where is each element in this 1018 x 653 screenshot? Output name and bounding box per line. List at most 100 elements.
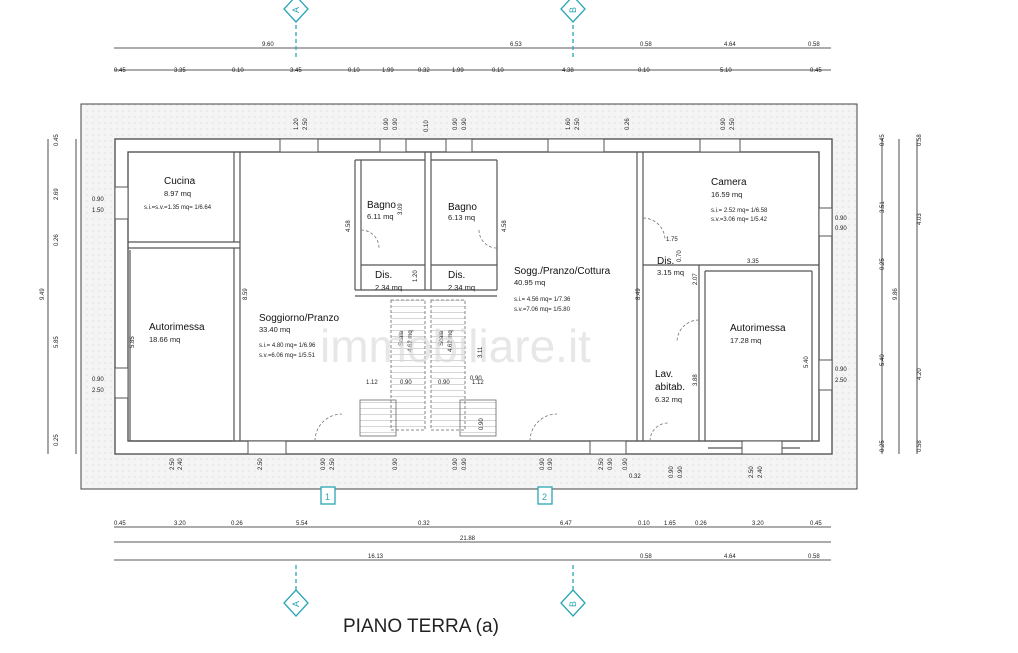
dim-bottom-openings-3: 0.90 — [321, 458, 327, 470]
stairs — [359, 299, 497, 437]
interior-walls — [128, 152, 819, 449]
dim-interior-0: 8.59 — [243, 288, 249, 300]
dim-left-overall: 9.49 — [40, 288, 46, 300]
dim-interior-12: 8.49 — [636, 288, 642, 300]
dim-right-outer-2: 4.20 — [917, 368, 923, 380]
dim-top-openings-2: 0.90 — [384, 118, 390, 130]
dim-top-openings-0: 1.20 — [294, 118, 300, 130]
dim-left-detail-4: 0.25 — [54, 434, 60, 446]
entrance-label-1: 1 — [325, 492, 330, 502]
dim-bottom-openings-12: 0.90 — [623, 458, 629, 470]
dim-bottom-openings-13: 0.32 — [629, 474, 641, 480]
dims-right-outer: 0.584.034.200.58 — [917, 134, 923, 452]
dim-interior-7: 0.90 — [400, 380, 412, 386]
dim-right-inner-4: 0.25 — [880, 440, 886, 452]
room-bagno1-name: Bagno — [367, 200, 396, 211]
dim-interior-14: 0.70 — [677, 250, 683, 262]
dim-top-openings-10: 0.90 — [721, 118, 727, 130]
room-camera-note2: s.v.=3.06 mq= 1/5.42 — [711, 217, 768, 223]
dim-top-detail-5: 1.99 — [382, 68, 394, 74]
dim-bottom-detail-2: 0.26 — [231, 521, 243, 527]
dim-top-openings-6: 0.90 — [462, 118, 468, 130]
dim-bottom-overall-3: 0.58 — [808, 554, 820, 560]
dim-bottom-overall-2: 4.64 — [724, 554, 736, 560]
dim-top-detail-7: 1.99 — [452, 68, 464, 74]
dim-right-inner-0: 0.45 — [880, 134, 886, 146]
dim-bottom-openings-14: 0.90 — [669, 466, 675, 478]
dim-right-inner-3: 5.40 — [880, 354, 886, 366]
door-swings — [314, 217, 700, 442]
room-dis2-name: Dis. — [448, 270, 465, 281]
axis-label-a-top: A — [291, 7, 301, 13]
dim-right-openings-2: 0.90 — [835, 367, 847, 373]
dim-top-openings-11: 2.50 — [730, 118, 736, 130]
stair2-dim: 4.62 mq — [448, 330, 454, 352]
room-dis3-name: Dis. — [657, 256, 674, 267]
dims-right-openings: 0.900.900.902.50 — [835, 216, 847, 384]
dimension-lines — [47, 47, 918, 561]
dim-interior-11: 0.90 — [479, 418, 485, 430]
dim-bottom-openings-8: 0.90 — [540, 458, 546, 470]
room-autorimessa-right-name: Autorimessa — [730, 323, 786, 334]
dim-interior-9: 1.12 — [472, 380, 484, 386]
dim-top-overall-1: 6.53 — [510, 42, 522, 48]
dim-top-openings-4: 0.10 — [424, 120, 430, 132]
room-autorimessa-left-name: Autorimessa — [149, 322, 205, 333]
entrance-label-2: 2 — [542, 492, 547, 502]
axis-label-b-bottom: B — [568, 601, 578, 607]
room-autorimessa-right-area: 17.28 mq — [730, 336, 761, 345]
dim-interior-8: 0.90 — [438, 380, 450, 386]
dim-interior-10: 3.11 — [478, 346, 484, 358]
room-lavanderia-name: Lav. — [655, 369, 673, 380]
dim-top-detail-10: 0.10 — [638, 68, 650, 74]
dim-bottom-openings-9: 0.90 — [548, 458, 554, 470]
room-bagno2-name: Bagno — [448, 202, 477, 213]
room-dis2-area: 2.34 mq — [448, 283, 475, 292]
room-soggiorno-area: 33.40 mq — [259, 325, 290, 334]
exterior-walls — [114, 138, 833, 455]
dim-right-outer-3: 0.58 — [917, 440, 923, 452]
room-cucina-name: Cucina — [164, 176, 196, 187]
dim-right-openings-3: 2.50 — [835, 378, 847, 384]
dim-bottom-detail-7: 1.65 — [664, 521, 676, 527]
dim-top-overall-3: 4.64 — [724, 42, 736, 48]
dim-top-overall-2: 0.58 — [640, 42, 652, 48]
page-title: PIANO TERRA (a) — [343, 616, 499, 637]
room-camera-area: 16.59 mq — [711, 190, 742, 199]
room-dis1-area: 2.34 mq — [375, 283, 402, 292]
dim-left-openings-3: 2.50 — [92, 388, 104, 394]
dim-top-openings-5: 0.90 — [453, 118, 459, 130]
dim-right-overall: 9.86 — [893, 288, 899, 300]
room-soggiorno2-area: 40.95 mq — [514, 278, 545, 287]
dim-interior-17: 3.88 — [693, 374, 699, 386]
dim-bottom-detail-8: 0.26 — [695, 521, 707, 527]
dim-bottom-openings-11: 0.90 — [608, 458, 614, 470]
dim-right-outer-0: 0.58 — [917, 134, 923, 146]
axis-label-b-top: B — [568, 7, 578, 13]
dim-left-openings-2: 0.90 — [92, 377, 104, 383]
dim-bottom-openings-17: 2.40 — [758, 466, 764, 478]
axis-markers — [283, 0, 586, 617]
dim-interior-2: 4.58 — [346, 220, 352, 232]
dim-top-detail-8: 0.10 — [492, 68, 504, 74]
windows — [114, 138, 833, 455]
dim-top-detail-2: 0.10 — [232, 68, 244, 74]
room-labels: Cucina 8.97 mq s.i.=s.v.=1.35 mq= 1/6.64… — [144, 176, 786, 404]
dim-bottom-openings-16: 2.50 — [749, 466, 755, 478]
dim-top-detail-11: 5.10 — [720, 68, 732, 74]
dim-bottom-overall-1: 0.58 — [640, 554, 652, 560]
dim-top-overall-4: 0.58 — [808, 42, 820, 48]
room-bagno2-area: 6.13 mq — [448, 213, 475, 222]
room-soggiorno2-note2: s.v.=7.06 mq= 1/5.80 — [514, 307, 571, 313]
stair1-name: Scala — [399, 330, 405, 346]
room-cucina-area: 8.97 mq — [164, 189, 191, 198]
dim-right-inner-2: 0.25 — [880, 258, 886, 270]
dim-top-overall-0: 9.60 — [262, 42, 274, 48]
dims-left-detail: 0.452.690.265.850.25 — [54, 134, 60, 446]
dim-bottom-openings-10: 2.50 — [599, 458, 605, 470]
